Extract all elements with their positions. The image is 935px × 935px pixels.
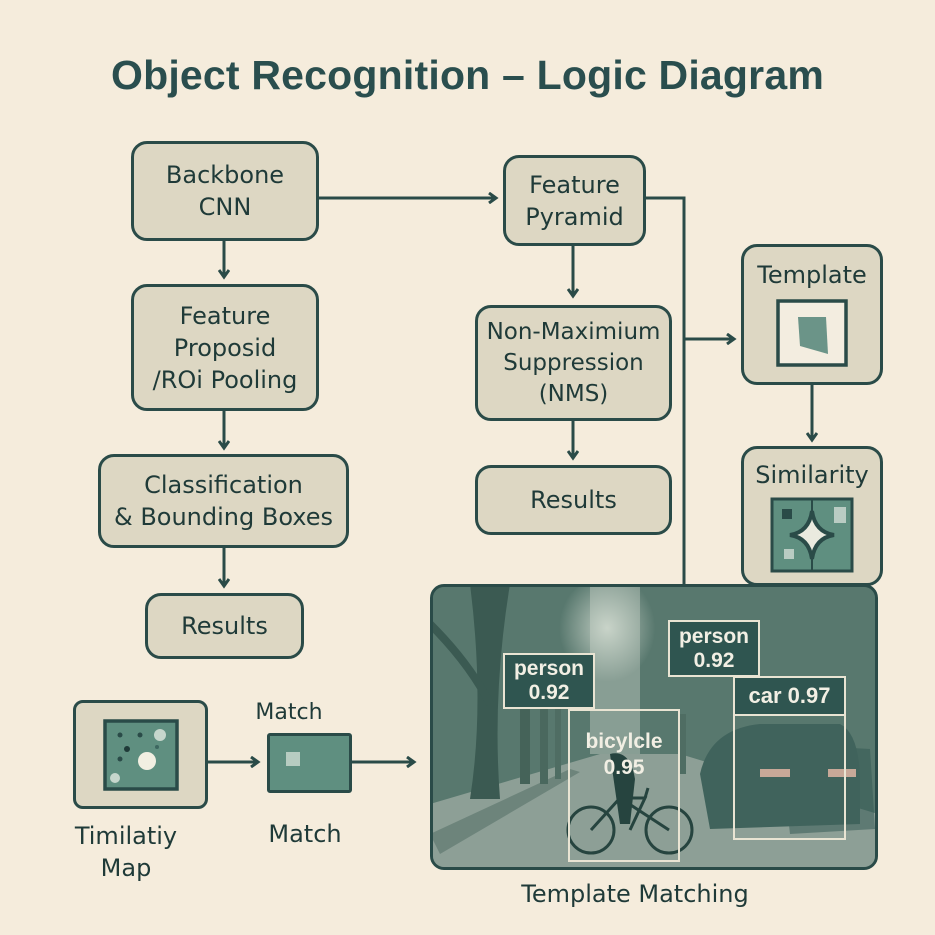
node-feature-proposal: Feature Proposid /ROi Pooling	[131, 284, 319, 411]
detection-score: 0.97	[787, 683, 831, 708]
dot-map-icon	[102, 718, 179, 791]
label-line: Timilatiy	[74, 822, 178, 850]
detection-score: 0.92	[693, 648, 735, 672]
page-title: Object Recognition – Logic Diagram	[110, 52, 824, 98]
node-text: Pyramid	[525, 202, 624, 231]
match-top-label: Match	[255, 700, 323, 725]
template-matching-image: person 0.92 person 0.92 car 0.97 bicylcl…	[430, 584, 878, 870]
node-classification: Classification & Bounding Boxes	[98, 454, 349, 548]
node-text: Results	[530, 486, 617, 514]
node-feature-pyramid: Feature Pyramid	[503, 155, 646, 246]
detection-bicycle-box: bicylcle 0.95	[568, 709, 680, 862]
node-text: Backbone	[165, 161, 285, 189]
node-text: CNN	[198, 193, 252, 221]
template-matching-caption: Template Matching	[521, 880, 749, 908]
node-text: & Bounding Boxes	[113, 503, 334, 531]
node-text: Results	[181, 612, 268, 640]
node-similarity-map	[73, 700, 208, 809]
node-text: Classification	[144, 471, 303, 499]
node-text: Template	[757, 261, 867, 289]
match-bottom-label: Match	[268, 820, 342, 848]
street-scene	[433, 587, 875, 867]
detection-label: person	[678, 624, 749, 648]
node-text: Proposid	[173, 333, 277, 362]
detection-score: 0.92	[528, 681, 570, 704]
match-highlight	[286, 752, 300, 766]
node-results-middle: Results	[475, 465, 672, 535]
label-line: Map	[100, 854, 152, 882]
node-nms: Non-Maximium Suppression (NMS)	[475, 305, 672, 421]
node-text: Feature	[179, 301, 271, 330]
match-square-icon	[267, 733, 352, 793]
similarity-map-label: Timilatiy Map	[62, 820, 190, 884]
node-text: Feature	[529, 170, 620, 199]
detection-person-left: person 0.92	[503, 653, 595, 709]
node-text: Similarity	[755, 461, 869, 489]
detection-label: person	[513, 657, 584, 680]
detection-label: car	[748, 683, 782, 708]
node-text: (NMS)	[538, 380, 609, 407]
node-text: /ROi Pooling	[152, 365, 298, 394]
node-backbone-cnn: Backbone CNN	[131, 141, 319, 241]
detection-label: bicylcle	[585, 730, 663, 753]
node-similarity: Similarity	[741, 446, 883, 586]
template-shape-icon	[776, 299, 848, 367]
sparkle-star-icon	[770, 497, 854, 573]
detection-bicycle-text: bicylcle 0.95	[570, 729, 678, 781]
node-text: Non-Maximium	[486, 318, 661, 345]
detection-score: 0.95	[603, 756, 645, 779]
node-template: Template	[741, 244, 883, 385]
node-results-left: Results	[145, 593, 304, 659]
detection-car-label: car 0.97	[733, 676, 846, 716]
detection-person-right: person 0.92	[668, 620, 760, 677]
node-text: Suppression	[503, 349, 644, 376]
detection-car-box: car 0.97	[733, 676, 846, 840]
